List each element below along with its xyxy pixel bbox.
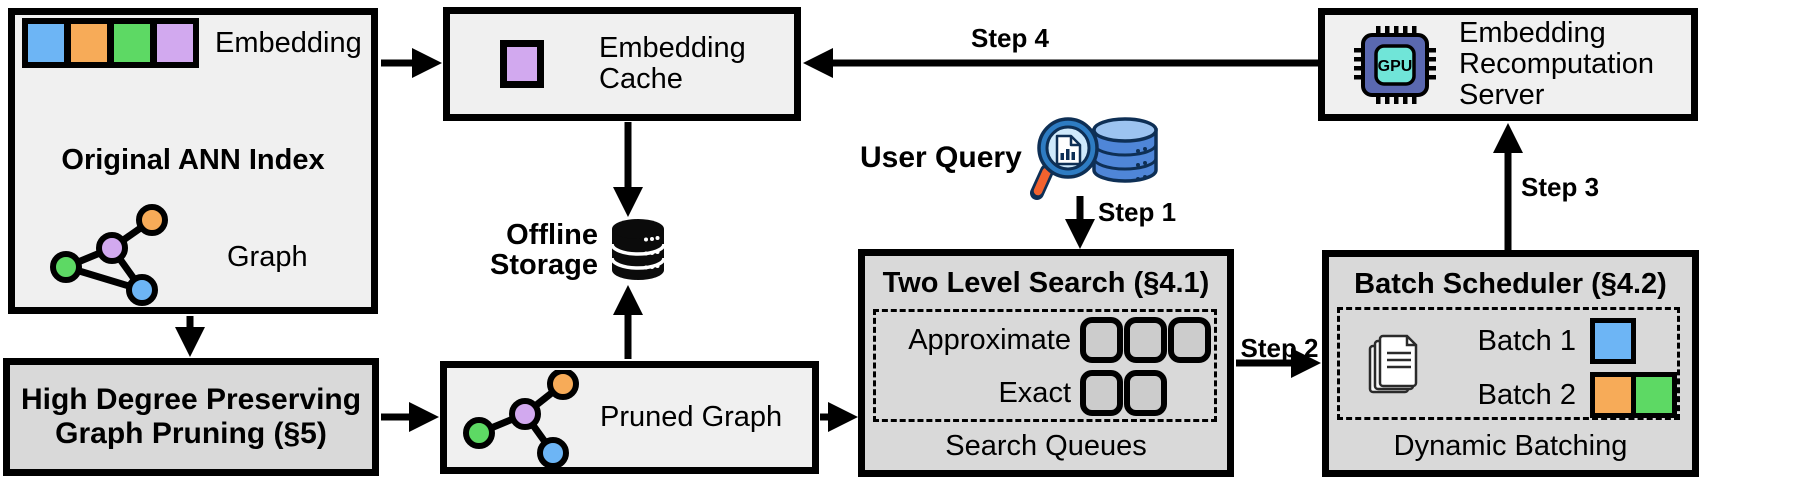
cached-embedding-icon <box>500 40 544 88</box>
batch-scheduler-box: Batch Scheduler (§4.2) Batch 1 <box>1322 250 1699 477</box>
recomputation-server-box: GPU Embedding Recomputation Server <box>1318 8 1698 121</box>
documents-icon <box>1368 334 1418 394</box>
queue-slot <box>1080 370 1123 416</box>
gpu-chip-label: GPU <box>1378 58 1413 75</box>
batch-square <box>1636 377 1672 413</box>
ann-index-title: Original ANN Index <box>61 144 325 176</box>
pruned-graph-title: Pruned Graph <box>600 401 783 433</box>
batch-1-row: Batch 1 <box>1354 318 1636 364</box>
embedding-cell <box>157 24 193 62</box>
graph-icon <box>50 204 168 306</box>
embedding-label: Embedding <box>215 26 362 59</box>
gpu-chip-icon: GPU <box>1354 25 1436 104</box>
approximate-slots <box>1080 317 1211 363</box>
dynamic-batching-caption: Dynamic Batching <box>1393 430 1628 462</box>
document-chart-glyph <box>1055 134 1081 166</box>
batch-1-squares <box>1590 318 1636 364</box>
batch-1-label: Batch 1 <box>1477 324 1576 357</box>
batch-square <box>1595 377 1631 413</box>
embedding-vector-icon <box>22 18 199 68</box>
dynamic-batching-panel: Batch 1 Batch 2 <box>1337 307 1680 420</box>
queue-slot <box>1124 370 1167 416</box>
batch-2-row: Batch 2 <box>1354 372 1677 418</box>
step-1-label: Step 1 <box>1098 197 1177 227</box>
step-2-label: Step 2 <box>1240 333 1319 363</box>
pruned-graph-icon <box>463 370 579 467</box>
search-queues-panel: Approximate Exact <box>873 309 1217 422</box>
embedding-cache-box: Embedding Cache <box>443 7 801 121</box>
pruned-graph-box: Pruned Graph <box>440 361 819 474</box>
embedding-cell <box>71 24 107 62</box>
database-icon <box>610 219 666 280</box>
exact-label: Exact <box>998 376 1071 409</box>
offline-storage-label: Offline Storage <box>490 219 598 281</box>
exact-slots <box>1080 370 1167 416</box>
graph-pruning-box: High Degree Preserving Graph Pruning (§5… <box>3 358 379 476</box>
user-query-label: User Query <box>860 140 1022 174</box>
two-level-search-box: Two Level Search (§4.1) Approximate Exac… <box>858 249 1234 477</box>
recomputation-server-title: Embedding Recomputation Server <box>1459 17 1655 111</box>
graph-label: Graph <box>227 241 308 273</box>
embedding-cell <box>28 24 64 62</box>
batch-2-squares <box>1590 372 1677 418</box>
queue-slot <box>1080 317 1123 363</box>
search-queues-caption: Search Queues <box>945 430 1147 462</box>
queue-slot <box>1124 317 1167 363</box>
batch-square <box>1595 323 1631 359</box>
queue-slot <box>1168 317 1211 363</box>
exact-queue-row: Exact <box>876 370 1167 416</box>
embedding-row: Embedding <box>22 18 362 68</box>
batch-2-label: Batch 2 <box>1477 378 1576 411</box>
approximate-queue-row: Approximate <box>876 317 1211 363</box>
magnifier-handle <box>1033 167 1051 196</box>
offline-storage: Offline Storage <box>433 217 666 283</box>
embedding-cache-title: Embedding Cache <box>599 32 746 95</box>
step-3-label: Step 3 <box>1521 172 1600 202</box>
two-level-search-title: Two Level Search (§4.1) <box>882 267 1210 299</box>
graph-pruning-title: High Degree Preserving Graph Pruning (§5… <box>20 383 362 450</box>
query-search-icon <box>1029 117 1158 200</box>
step-4-label: Step 4 <box>970 23 1050 53</box>
original-ann-index-box: Embedding Original ANN Index Graph <box>8 8 378 314</box>
user-query: User Query <box>860 110 1165 205</box>
embedding-cell <box>114 24 150 62</box>
approximate-label: Approximate <box>908 323 1071 356</box>
batch-scheduler-title: Batch Scheduler (§4.2) <box>1354 268 1667 300</box>
